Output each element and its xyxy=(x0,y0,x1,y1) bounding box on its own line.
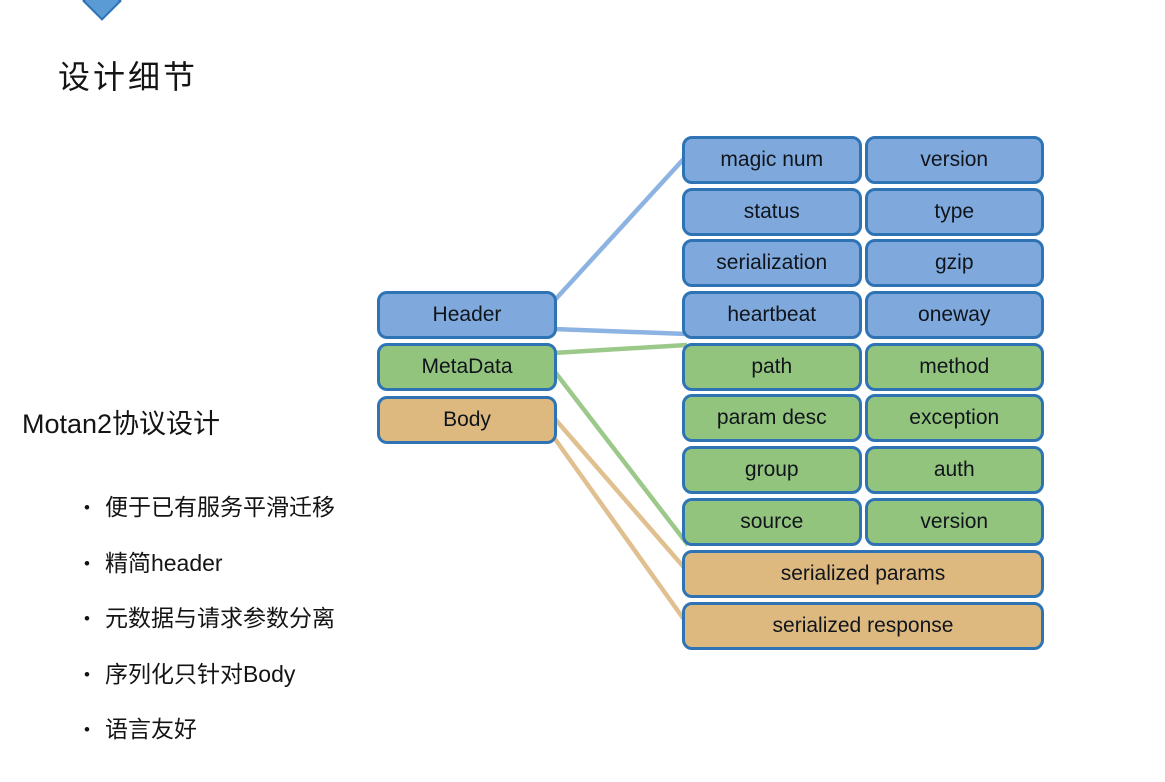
body-box-label: Body xyxy=(443,408,491,431)
bullet-item: 元数据与请求参数分离 xyxy=(84,605,335,633)
metadata-box: MetaData xyxy=(377,343,557,391)
field-cell: param desc xyxy=(682,394,862,442)
field-row: serialized params xyxy=(682,550,1044,598)
field-cell: serialized response xyxy=(682,602,1044,650)
metadata-to-bottom-connector xyxy=(553,370,690,547)
field-row: path method xyxy=(682,343,1044,391)
field-cell: heartbeat xyxy=(682,291,862,339)
field-row: status type xyxy=(682,188,1044,236)
body-to-response-connector xyxy=(548,430,690,627)
field-cell: auth xyxy=(864,446,1044,494)
field-cell: magic num xyxy=(682,136,862,184)
field-cell: status xyxy=(682,188,862,236)
body-to-params-connector xyxy=(553,417,690,574)
field-cell: oneway xyxy=(864,291,1044,339)
section-heading: Motan2协议设计 xyxy=(22,409,221,439)
field-row: heartbeat oneway xyxy=(682,291,1044,339)
field-cell: serialized params xyxy=(682,550,1044,598)
bullet-item: 精简header xyxy=(84,550,335,578)
field-row: param desc exception xyxy=(682,394,1044,442)
field-cell: method xyxy=(864,343,1044,391)
field-row: serialization gzip xyxy=(682,239,1044,287)
bullet-list: 便于已有服务平滑迁移 精简header 元数据与请求参数分离 序列化只针对Bod… xyxy=(84,494,335,772)
field-row: group auth xyxy=(682,446,1044,494)
metadata-box-label: MetaData xyxy=(421,355,513,378)
bullet-item: 便于已有服务平滑迁移 xyxy=(84,494,335,522)
metadata-to-top-connector xyxy=(552,342,688,356)
field-cell: version xyxy=(864,498,1044,546)
header-box-label: Header xyxy=(432,303,502,326)
header-to-bottom-connector xyxy=(552,326,688,337)
field-row: source version xyxy=(682,498,1044,546)
field-grid: magic num version status type serializat… xyxy=(682,0,1044,700)
page-title: 设计细节 xyxy=(58,59,199,95)
bullet-item: 序列化只针对Body xyxy=(84,661,335,689)
field-cell: exception xyxy=(864,394,1044,442)
field-cell: source xyxy=(682,498,862,546)
bullet-item: 语言友好 xyxy=(84,716,335,744)
body-box: Body xyxy=(377,396,557,444)
field-cell: serialization xyxy=(682,239,862,287)
field-cell: gzip xyxy=(864,239,1044,287)
field-cell: path xyxy=(682,343,862,391)
field-cell: group xyxy=(682,446,862,494)
header-box: Header xyxy=(377,291,557,339)
field-row: magic num version xyxy=(682,136,1044,184)
field-cell: type xyxy=(864,188,1044,236)
header-to-top-connector xyxy=(551,150,692,304)
field-cell: version xyxy=(864,136,1044,184)
field-row: serialized response xyxy=(682,602,1044,650)
